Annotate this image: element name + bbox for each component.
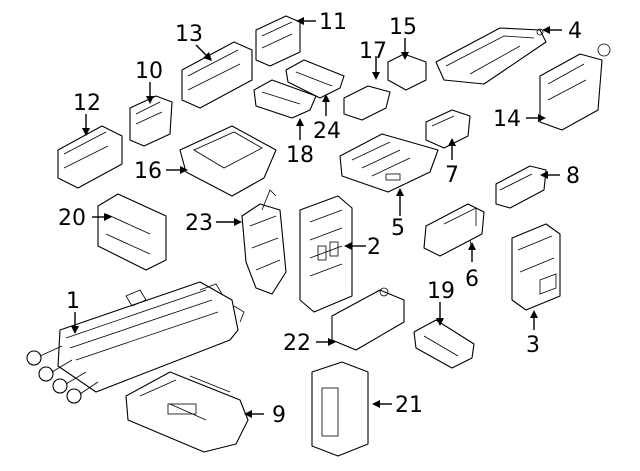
part-3-relay-carrier xyxy=(511,223,561,311)
callout-8: 8 xyxy=(566,164,580,189)
callout-20: 20 xyxy=(58,206,86,231)
part-4-control-module xyxy=(435,27,547,85)
part-20-module xyxy=(97,193,167,271)
callout-23: 23 xyxy=(185,211,213,236)
part-11-module xyxy=(255,15,301,67)
callout-14: 14 xyxy=(493,107,521,132)
callout-10: 10 xyxy=(135,59,163,84)
part-8-bracket-module xyxy=(495,165,547,209)
leader-arrowheads xyxy=(71,17,550,418)
part-12-module xyxy=(57,125,123,189)
callout-6: 6 xyxy=(465,267,479,292)
callout-16: 16 xyxy=(134,159,162,184)
part-18-module xyxy=(253,79,317,119)
part-23-bracket xyxy=(241,189,287,295)
part-15-module xyxy=(387,53,427,91)
part-7-small-relay xyxy=(425,109,471,149)
callout-5: 5 xyxy=(391,216,405,241)
callout-13: 13 xyxy=(175,22,203,47)
callout-11: 11 xyxy=(319,10,347,35)
part-19-module xyxy=(413,319,475,369)
part-10-module xyxy=(129,95,173,147)
part-17-module xyxy=(343,85,391,121)
callout-21: 21 xyxy=(395,393,423,418)
callout-2: 2 xyxy=(367,235,381,260)
part-16-module xyxy=(179,125,277,197)
part-24-module xyxy=(285,59,345,99)
callout-19: 19 xyxy=(427,279,455,304)
part-14-module xyxy=(539,43,611,131)
part-5-body-module xyxy=(339,133,439,193)
callout-22: 22 xyxy=(283,331,311,356)
callout-17: 17 xyxy=(359,39,387,64)
callout-7: 7 xyxy=(445,163,459,188)
callout-labels: 1 2 3 4 5 6 7 8 9 10 11 12 13 14 15 16 1… xyxy=(58,10,582,428)
callout-4: 4 xyxy=(568,19,582,44)
callout-3: 3 xyxy=(526,333,540,358)
callout-24: 24 xyxy=(313,119,341,144)
part-13-module xyxy=(181,41,253,109)
callout-15: 15 xyxy=(389,15,417,40)
callout-1: 1 xyxy=(66,289,80,314)
part-1-junction-harness xyxy=(26,281,245,404)
callout-12: 12 xyxy=(73,91,101,116)
part-9-control-unit xyxy=(125,371,249,453)
leader-lines xyxy=(74,20,562,415)
callout-18: 18 xyxy=(286,143,314,168)
callout-9: 9 xyxy=(272,403,286,428)
part-21-module xyxy=(311,361,369,457)
part-2-fuse-box xyxy=(299,195,353,313)
